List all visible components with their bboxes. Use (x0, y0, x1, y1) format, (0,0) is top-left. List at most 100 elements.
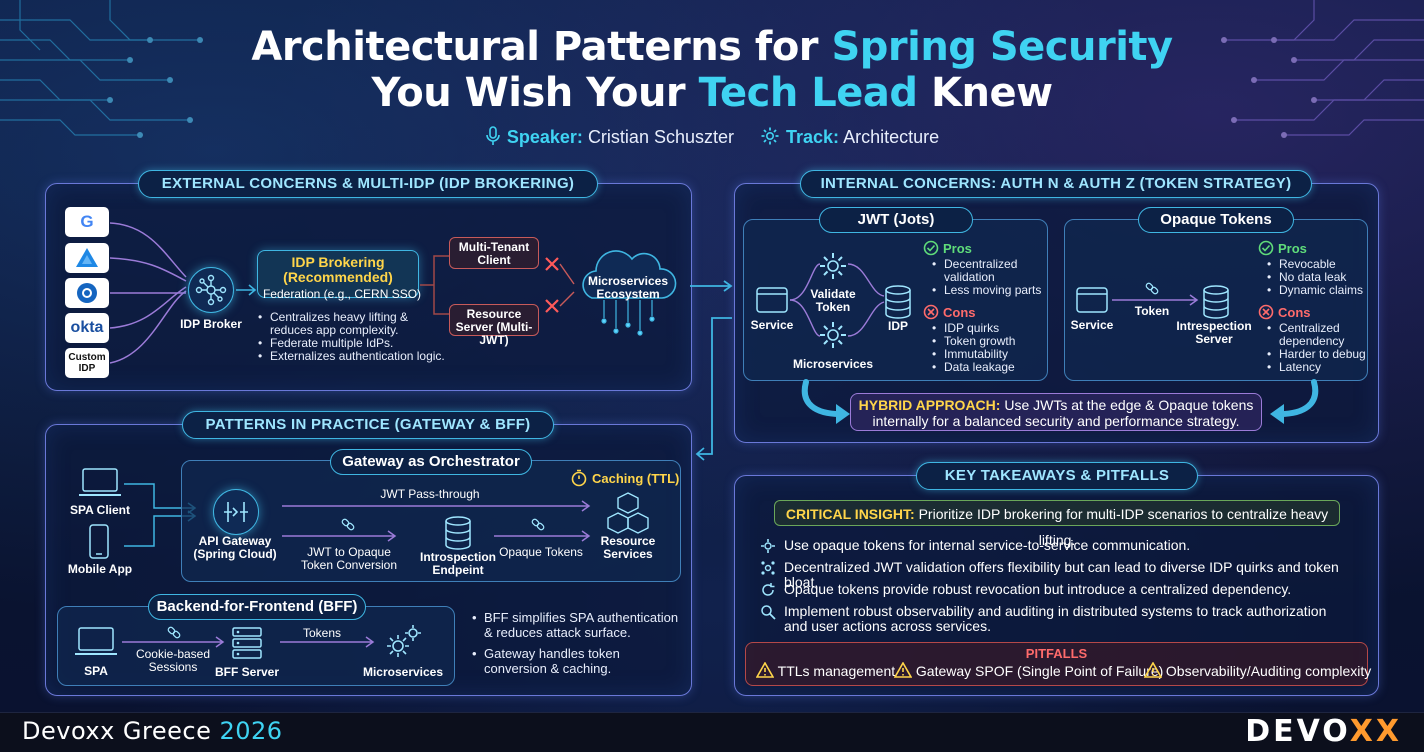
patterns-practice-title: PATTERNS IN PRACTICE (GATEWAY & BFF) (182, 411, 554, 439)
takeaway-item: Opaque tokens provide robust revocation … (760, 582, 1350, 597)
internal-concerns-title: INTERNAL CONCERNS: AUTH N & AUTH Z (TOKE… (800, 170, 1312, 198)
speaker-label: Speaker: (506, 127, 583, 147)
critical-insight-text: Prioritize IDP brokering for multi-IDP s… (914, 506, 1329, 548)
idp-brokering-title: IDP Brokering (Recommended) (283, 254, 393, 285)
gateway-icon (224, 502, 248, 522)
idp-brokering-box: IDP Brokering (Recommended) (257, 250, 419, 298)
idp-broker-node (188, 267, 234, 313)
cookie-sessions-label: Cookie-based Sessions (135, 647, 211, 674)
circuit-decoration-right (1221, 0, 1424, 138)
magnifier-icon (761, 605, 776, 620)
gateway-orchestrator-subpanel (181, 460, 681, 582)
opaque-con: Latency (1267, 361, 1367, 375)
gears-icon (387, 625, 421, 657)
jwt-pros-list: Decentralized validation Less moving par… (932, 258, 1044, 298)
track-label: Track: (786, 127, 840, 147)
jwt-to-opaque-label: JWT to Opaque Token Conversion (300, 545, 398, 572)
service-window-icon (1076, 287, 1108, 313)
stopwatch-icon (571, 469, 587, 487)
pitfall-item: Gateway SPOF (Single Point of Failure) (893, 661, 1163, 679)
jwt-pros-label: Pros (943, 241, 972, 256)
jwt-passthrough-label: JWT Pass-through (380, 487, 480, 501)
idp-broker-label: IDP Broker (180, 317, 242, 331)
jwt-idp-label: IDP (887, 319, 908, 333)
opaque-tokens-label: Opaque Tokens (499, 545, 583, 559)
jwt-flow-lines (790, 263, 885, 337)
opaque-title: Opaque Tokens (1138, 207, 1294, 233)
bff-title: Backend-for-Frontend (BFF) (148, 594, 366, 620)
practice-bullet: Gateway handles token conversion & cachi… (472, 646, 684, 676)
server-icon (232, 627, 262, 659)
network-hub-icon (195, 274, 227, 306)
pitfall-item: Observability/Auditing complexity (1143, 661, 1371, 679)
critical-insight-box: CRITICAL INSIGHT: Prioritize IDP brokeri… (774, 500, 1340, 548)
microphone-icon (486, 126, 500, 145)
takeaway-item: Decentralized JWT validation offers flex… (760, 560, 1350, 590)
gear-icon (761, 127, 779, 145)
opaque-cons-label: Cons (1278, 305, 1311, 320)
takeaway-item: Implement robust observability and audit… (760, 604, 1350, 634)
external-bullet: Centralizes heavy lifting & reduces app … (258, 311, 448, 337)
blocked-cross-icons (545, 257, 575, 313)
auth0-icon (77, 283, 97, 303)
check-circle-icon (1258, 240, 1274, 256)
brokering-branch-lines (420, 255, 450, 315)
external-bullet: Externalizes authentication logic. (258, 350, 448, 364)
jwt-con: Token growth (932, 335, 1044, 349)
event-name: Devoxx Greece 2026 (22, 717, 283, 745)
jwt-con: Data leakage (932, 361, 1044, 375)
opaque-pro: Revocable (1267, 258, 1367, 272)
opaque-service-label: Service (1070, 318, 1114, 332)
key-takeaways-title: KEY TAKEAWAYS & PITFALLS (916, 462, 1198, 490)
api-gateway-node (213, 489, 259, 535)
laptop-icon (79, 468, 121, 496)
opaque-pro: No data leak (1267, 271, 1367, 285)
footer-bar: Devoxx Greece 2026 DEVOXX (0, 712, 1424, 752)
circuit-decoration-left (0, 0, 203, 138)
okta-idp-tile: okta (65, 313, 109, 343)
azure-icon (76, 248, 98, 267)
database-icon (1203, 285, 1229, 319)
jwt-pro: Decentralized validation (932, 258, 1044, 284)
database-icon (445, 516, 471, 550)
hybrid-text-1: Use JWTs at the edge & Opaque tokens (1000, 397, 1254, 413)
opaque-pro: Dynamic claims (1267, 284, 1367, 298)
opaque-con: Harder to debug (1267, 348, 1367, 362)
database-icon (885, 285, 911, 319)
x-circle-icon (1258, 304, 1274, 320)
devoxx-logo: DEVOXX (1245, 714, 1402, 749)
refresh-icon (762, 583, 775, 596)
x-circle-icon (923, 304, 939, 320)
jwt-con: IDP quirks (932, 322, 1044, 336)
warning-icon (755, 661, 775, 678)
speaker-name: Cristian Schuszter (587, 127, 734, 147)
gear-icon (820, 253, 846, 279)
opaque-con: Centralized dependency (1267, 322, 1367, 348)
caching-ttl-label: Caching (TTL) (592, 471, 680, 486)
mobile-app-label: Mobile App (67, 562, 133, 576)
spa-client-label: SPA Client (69, 503, 130, 517)
idp-brokering-subtitle: Federation (e.g., CERN SSO) (262, 287, 422, 301)
opaque-token-label: Token (1134, 304, 1170, 318)
jwt-pro: Less moving parts (932, 284, 1044, 298)
cubes-icon (607, 492, 649, 534)
opaque-pros-label: Pros (1278, 241, 1307, 256)
opaque-cons-list: Centralized dependency Harder to debug L… (1267, 322, 1367, 375)
hybrid-label: HYBRID APPROACH: (858, 397, 1001, 413)
hybrid-approach-box: HYBRID APPROACH: Use JWTs at the edge & … (850, 393, 1262, 431)
api-gateway-label: API Gateway (Spring Cloud) (193, 534, 277, 561)
bff-microservices-label: Microservices (362, 665, 444, 679)
auth0-idp-tile (65, 278, 109, 308)
bff-spa-label: SPA (84, 664, 108, 678)
jwt-service-label: Service (750, 318, 794, 332)
bff-tokens-label: Tokens (302, 626, 342, 640)
broker-to-brokering-arrow (236, 284, 257, 296)
gear-icon (820, 322, 846, 348)
warning-icon (893, 661, 913, 678)
jwt-microservices-label: Microservices (792, 357, 874, 371)
introspection-endpoint-label: Introspection Endpeint (419, 550, 496, 577)
gateway-orchestrator-title: Gateway as Orchestrator (330, 449, 532, 475)
introspection-server-label: Intrespection Server (1176, 319, 1252, 346)
service-window-icon (756, 287, 788, 313)
